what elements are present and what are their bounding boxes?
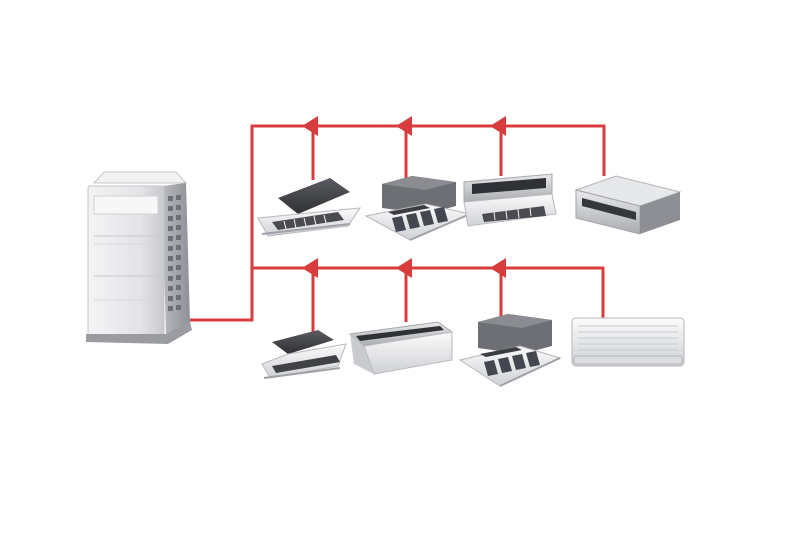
arrow-icon bbox=[490, 116, 506, 136]
flow-arrows bbox=[302, 116, 506, 278]
arrow-icon bbox=[396, 258, 412, 278]
indoor-unit-1-icon bbox=[257, 178, 362, 237]
indoor-unit-4-icon bbox=[574, 175, 682, 235]
indoor-unit-5-icon bbox=[261, 330, 347, 379]
arrow-icon bbox=[302, 258, 318, 278]
arrow-icon bbox=[490, 258, 506, 278]
refrigerant-piping bbox=[190, 124, 606, 332]
arrow-icon bbox=[396, 116, 412, 136]
indoor-unit-8-icon bbox=[571, 317, 685, 367]
branch-pipe-lower bbox=[252, 266, 605, 318]
main-pipe bbox=[190, 124, 606, 322]
indoor-unit-6-icon bbox=[348, 321, 454, 375]
arrow-icon bbox=[302, 116, 318, 136]
indoor-unit-7-icon bbox=[458, 314, 562, 387]
indoor-unit-3-icon bbox=[463, 173, 557, 227]
outdoor-unit-icon bbox=[86, 171, 192, 344]
indoor-unit-2-icon bbox=[364, 176, 472, 241]
